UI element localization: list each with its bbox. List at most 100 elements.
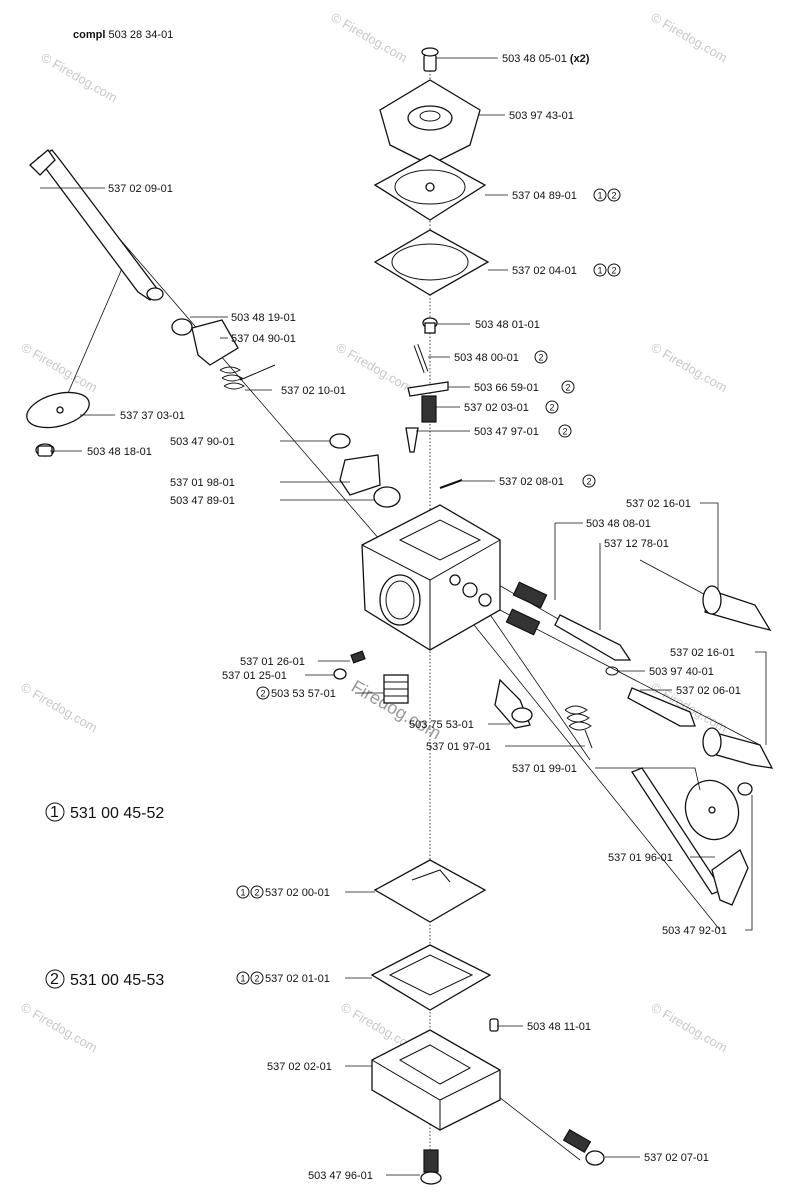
watermark: © Firedog.com <box>649 10 731 66</box>
svg-text:2: 2 <box>587 477 592 487</box>
label-needle-l: 537 12 78-01 <box>604 538 669 550</box>
pump-cover-top <box>379 79 481 166</box>
adjust-spring-1 <box>512 581 548 609</box>
watermark: © Firedog.com <box>649 340 731 396</box>
pump-cover-bottom <box>371 1029 501 1131</box>
choke-spring <box>219 364 276 390</box>
adjust-spring-2 <box>505 608 541 636</box>
svg-text:1: 1 <box>241 974 246 984</box>
idle-screw <box>494 678 533 729</box>
label-pump-cover: 537 02 02-01 <box>267 1061 332 1073</box>
idle-spring <box>350 650 366 664</box>
choke-valve-plate <box>26 391 90 429</box>
throttle-spring <box>564 705 593 749</box>
svg-text:2: 2 <box>612 266 617 276</box>
fuel-screen <box>383 674 409 704</box>
label-pump-diaphragm: 1 2 537 02 01-01 <box>236 971 330 985</box>
svg-text:503 48 00-01: 503 48 00-01 <box>454 352 519 364</box>
label-cover: 503 97 43-01 <box>509 110 574 122</box>
label-choke-valve: 537 37 03-01 <box>120 410 185 422</box>
watermark-layer: © Firedog.com © Firedog.com © Firedog.co… <box>19 10 731 1056</box>
label-bush-detent: 503 47 89-01 <box>170 495 235 507</box>
svg-text:537 02 04-01: 537 02 04-01 <box>512 265 577 277</box>
detent-screw <box>329 433 351 449</box>
label-screw-pin: 503 48 01-01 <box>475 319 540 331</box>
lever-pin <box>413 344 429 373</box>
limiter-cap-2 <box>702 727 774 769</box>
detent-plate <box>339 454 381 496</box>
needle-h-axis <box>499 609 761 746</box>
lever-screw <box>422 317 438 334</box>
throttle-shaft-axis <box>469 619 721 931</box>
watermark: © Firedog.com <box>19 680 101 736</box>
svg-text:2: 2 <box>261 689 266 699</box>
legend-item-1: 1 531 00 45-52 <box>45 802 164 822</box>
label-plug: 503 48 11-01 <box>527 1021 591 1033</box>
label-inlet-needle: 503 47 97-01 2 <box>474 424 572 438</box>
watermark: © Firedog.com <box>329 10 411 66</box>
throttle-axis <box>479 599 591 761</box>
watermark: © Firedog.com <box>39 50 121 106</box>
svg-text:537 02 08-01: 537 02 08-01 <box>499 476 564 488</box>
throttle-valve-screw <box>737 782 753 796</box>
label-pin: 503 48 00-01 2 <box>454 350 548 364</box>
svg-text:2: 2 <box>50 971 59 988</box>
label-screw-choke: 503 48 18-01 <box>87 446 152 458</box>
watermark: © Firedog.com <box>649 1000 731 1056</box>
svg-text:1: 1 <box>598 191 603 201</box>
svg-text:531 00 45-52: 531 00 45-52 <box>70 805 164 822</box>
ball <box>333 668 347 680</box>
watermark: © Firedog.com <box>19 1000 101 1056</box>
screw-top <box>421 47 439 72</box>
check-valve <box>373 859 487 923</box>
svg-text:2: 2 <box>566 383 571 393</box>
throttle-valve-plate <box>684 779 740 841</box>
label-check-valve: 1 2 537 02 00-01 <box>236 885 330 899</box>
label-screen: 2 503 53 57-01 <box>256 686 336 700</box>
label-pin-screen: 537 02 08-01 2 <box>499 474 596 488</box>
svg-text:537 02 00-01: 537 02 00-01 <box>265 887 330 899</box>
inlet-screw <box>562 1128 605 1166</box>
svg-text:1: 1 <box>50 804 59 821</box>
low-speed-needle <box>554 614 632 661</box>
label-spring-throttle: 537 01 97-01 <box>426 741 491 753</box>
label-gasket-top: 537 02 04-01 1 2 <box>512 263 621 277</box>
svg-text:503 47 97-01: 503 47 97-01 <box>474 426 539 438</box>
label-lever: 537 04 90-01 <box>231 333 296 345</box>
pump-diaphragm <box>370 944 492 1011</box>
detent-bushing <box>373 486 401 508</box>
inlet-needle <box>405 427 419 453</box>
label-throttle-shaft: 537 01 96-01 <box>608 852 673 864</box>
label-throttle-spring2: 537 01 99-01 <box>512 763 577 775</box>
svg-text:537 02 03-01: 537 02 03-01 <box>464 402 529 414</box>
label-spring-adj: 503 48 08-01 <box>586 518 651 530</box>
leader-lines <box>40 57 767 1176</box>
svg-text:2: 2 <box>255 888 260 898</box>
label-screw-throttle: 503 47 92-01 <box>662 925 727 937</box>
metering-diaphragm <box>373 154 487 221</box>
plug <box>489 1018 499 1032</box>
svg-text:1: 1 <box>598 266 603 276</box>
svg-text:503 53 57-01: 503 53 57-01 <box>271 688 336 700</box>
choke-valve-axis <box>64 249 131 401</box>
svg-text:531 00 45-53: 531 00 45-53 <box>70 972 164 989</box>
choke-bushing <box>171 318 193 336</box>
label-oring: 503 97 40-01 <box>649 666 714 678</box>
legend-item-2: 2 531 00 45-53 <box>45 969 164 989</box>
label-needle-lever: 503 66 59-01 2 <box>474 380 575 394</box>
svg-text:537 04 89-01: 537 04 89-01 <box>512 190 577 202</box>
choke-lever <box>191 319 239 366</box>
svg-text:2: 2 <box>255 974 260 984</box>
throttle-shaft <box>631 767 749 906</box>
label-screw-detent: 503 47 90-01 <box>170 436 235 448</box>
label-ball: 537 01 25-01 <box>222 670 287 682</box>
svg-text:2: 2 <box>563 427 568 437</box>
label-diaphragm: 537 04 89-01 1 2 <box>512 188 621 202</box>
inlet-needle-spring <box>421 395 437 423</box>
label-limiter-cap-1: 537 02 16-01 <box>626 498 691 510</box>
choke-shaft <box>29 149 164 301</box>
screen-pin <box>439 479 463 489</box>
label-screw-inlet: 537 02 07-01 <box>644 1152 709 1164</box>
label-detent: 537 01 98-01 <box>170 477 235 489</box>
